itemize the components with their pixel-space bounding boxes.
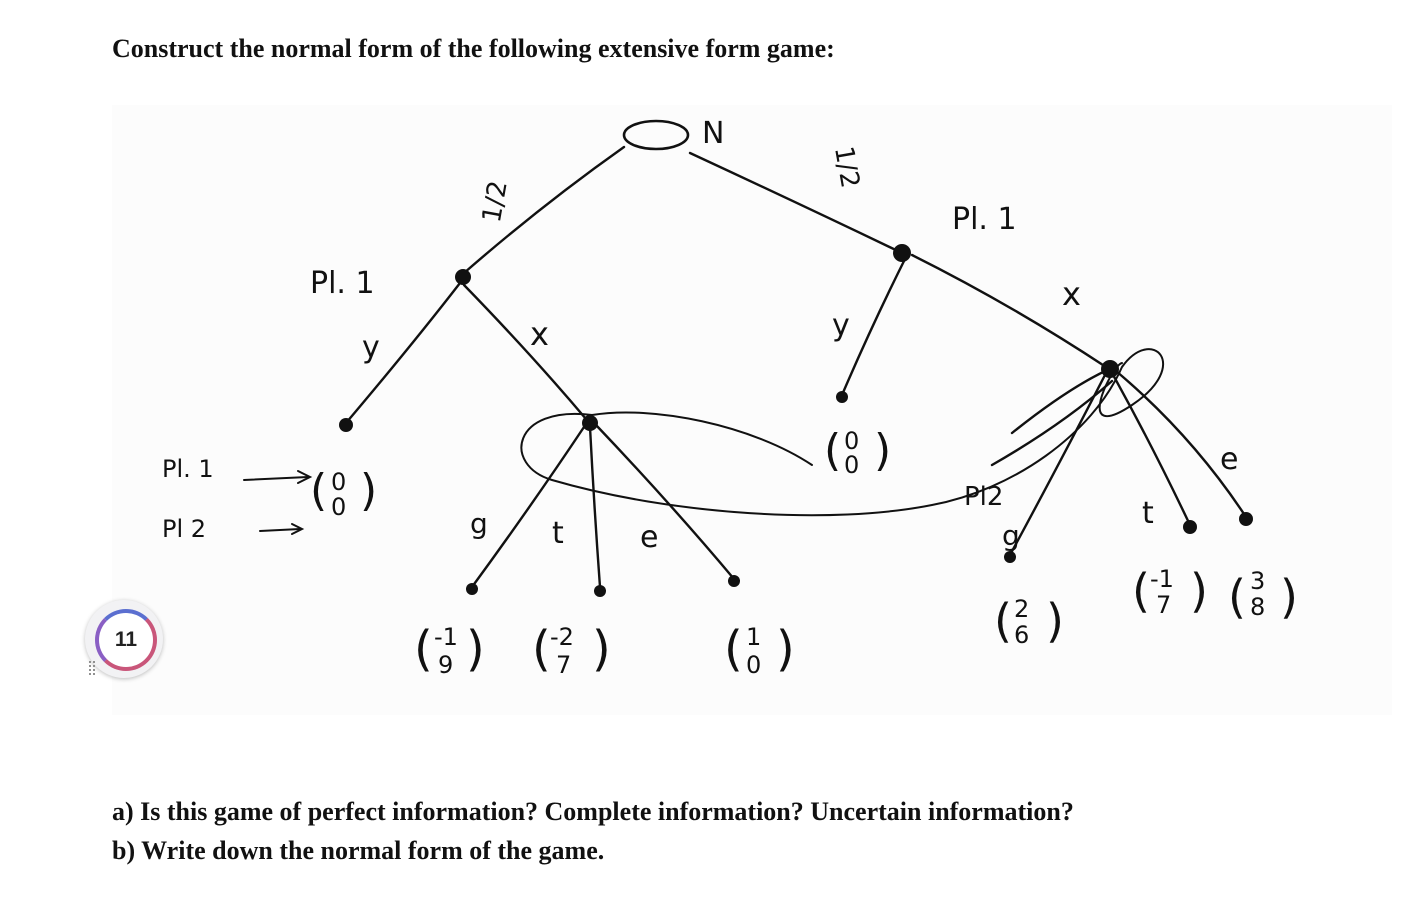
svg-text:-1: -1 bbox=[434, 623, 458, 651]
svg-text:0: 0 bbox=[331, 468, 346, 496]
edge-left-t bbox=[588, 425, 602, 589]
svg-text:): ) bbox=[1046, 594, 1064, 648]
svg-text:1: 1 bbox=[746, 623, 761, 651]
pl2-label: Pl2 bbox=[964, 482, 1003, 512]
action-t-right: t bbox=[1142, 496, 1154, 531]
nature-node bbox=[622, 119, 690, 151]
leaf-right-e bbox=[1239, 512, 1253, 526]
leaf-right-y bbox=[836, 391, 848, 403]
legend-pl2: Pl 2 bbox=[162, 515, 206, 543]
payoff-right-y: ( 0 0 ) bbox=[824, 425, 891, 479]
svg-text:-1: -1 bbox=[1150, 565, 1174, 593]
edge-right-g bbox=[1008, 371, 1108, 557]
edge-right-y bbox=[840, 255, 908, 397]
svg-text:): ) bbox=[592, 621, 611, 677]
action-g-left: g bbox=[470, 507, 488, 540]
svg-text:): ) bbox=[776, 621, 795, 677]
svg-text:2: 2 bbox=[1014, 595, 1029, 623]
question-a: a) Is this game of perfect information? … bbox=[112, 797, 1074, 826]
left-player1-label: Pl. 1 bbox=[310, 266, 375, 301]
svg-text:): ) bbox=[360, 465, 377, 516]
svg-text:9: 9 bbox=[438, 651, 453, 679]
payoff-right-g: ( 2 6 ) bbox=[994, 594, 1064, 649]
problem-heading: Construct the normal form of the followi… bbox=[112, 34, 835, 63]
leaf-left-g bbox=[466, 583, 478, 595]
action-x-left: x bbox=[530, 315, 549, 353]
leaf-left-t bbox=[594, 585, 606, 597]
payoff-left-t: ( -2 7 ) bbox=[532, 621, 611, 679]
edge-left-e bbox=[594, 423, 736, 581]
prob-right: 1/2 bbox=[828, 144, 865, 190]
svg-text:(: ( bbox=[532, 621, 551, 677]
payoff-left-g: ( -1 9 ) bbox=[414, 621, 485, 679]
action-e-right: e bbox=[1220, 442, 1238, 477]
svg-text:(: ( bbox=[1228, 570, 1246, 624]
leaf-left-e bbox=[728, 575, 740, 587]
edge-left-x bbox=[462, 283, 588, 421]
game-tree-figure: N 1/2 1/2 Pl. 1 Pl. 1 y x y x Pl2 g t e … bbox=[112, 105, 1392, 715]
question-b: b) Write down the normal form of the gam… bbox=[112, 836, 605, 865]
payoff-leaf1: ( 0 0 ) bbox=[310, 465, 377, 521]
svg-text:0: 0 bbox=[746, 651, 761, 679]
node-left-player2 bbox=[582, 415, 598, 431]
svg-text:7: 7 bbox=[556, 651, 571, 679]
svg-text:(: ( bbox=[724, 621, 743, 677]
svg-text:): ) bbox=[874, 425, 891, 476]
action-g-right: g bbox=[1002, 519, 1020, 552]
edge-left-g bbox=[470, 425, 586, 589]
node-right-player1 bbox=[893, 244, 911, 262]
badge-count: 11 bbox=[95, 609, 157, 671]
edge-right-x bbox=[910, 253, 1108, 369]
action-t-left: t bbox=[552, 516, 564, 551]
svg-text:6: 6 bbox=[1014, 621, 1029, 649]
node-left-player1 bbox=[455, 269, 471, 285]
action-e-left: e bbox=[640, 520, 658, 555]
leaf-left-y bbox=[339, 418, 353, 432]
svg-text:(: ( bbox=[824, 425, 841, 476]
svg-text:(: ( bbox=[1132, 564, 1150, 618]
svg-text:3: 3 bbox=[1250, 567, 1265, 595]
leaf-right-g bbox=[1004, 551, 1016, 563]
edge-nature-left bbox=[462, 145, 626, 275]
svg-text:-2: -2 bbox=[550, 623, 574, 651]
svg-text:): ) bbox=[466, 621, 485, 677]
page-count-badge[interactable]: 11 bbox=[85, 600, 165, 680]
svg-text:8: 8 bbox=[1250, 593, 1265, 621]
drag-handle-icon[interactable] bbox=[88, 660, 96, 676]
edge-right-e bbox=[1114, 369, 1248, 519]
node-right-player2 bbox=[1101, 360, 1119, 378]
edge-right-t bbox=[1110, 371, 1192, 527]
svg-text:0: 0 bbox=[844, 427, 859, 455]
svg-text:): ) bbox=[1280, 570, 1298, 624]
edge-nature-right bbox=[688, 151, 904, 255]
svg-text:7: 7 bbox=[1156, 591, 1171, 619]
action-y-left: y bbox=[362, 330, 380, 365]
svg-text:(: ( bbox=[310, 465, 327, 516]
svg-text:(: ( bbox=[994, 594, 1012, 648]
nature-label: N bbox=[702, 116, 724, 151]
right-player1-label: Pl. 1 bbox=[952, 202, 1017, 237]
information-set-loop bbox=[520, 348, 1165, 517]
action-y-right: y bbox=[832, 308, 850, 343]
svg-text:(: ( bbox=[414, 621, 433, 677]
prob-left: 1/2 bbox=[477, 178, 514, 224]
action-x-right: x bbox=[1062, 275, 1081, 313]
payoff-right-e: ( 3 8 ) bbox=[1228, 567, 1298, 624]
edge-left-y bbox=[344, 281, 462, 425]
payoff-left-e: ( 1 0 ) bbox=[724, 621, 795, 679]
leaf-right-t bbox=[1183, 520, 1197, 534]
svg-text:0: 0 bbox=[331, 493, 346, 521]
payoff-right-t: ( -1 7 ) bbox=[1132, 564, 1208, 619]
game-tree-diagram: N 1/2 1/2 Pl. 1 Pl. 1 y x y x Pl2 g t e … bbox=[162, 116, 1298, 679]
legend-pl1: Pl. 1 bbox=[162, 455, 214, 483]
svg-text:0: 0 bbox=[844, 451, 859, 479]
svg-text:): ) bbox=[1190, 564, 1208, 618]
